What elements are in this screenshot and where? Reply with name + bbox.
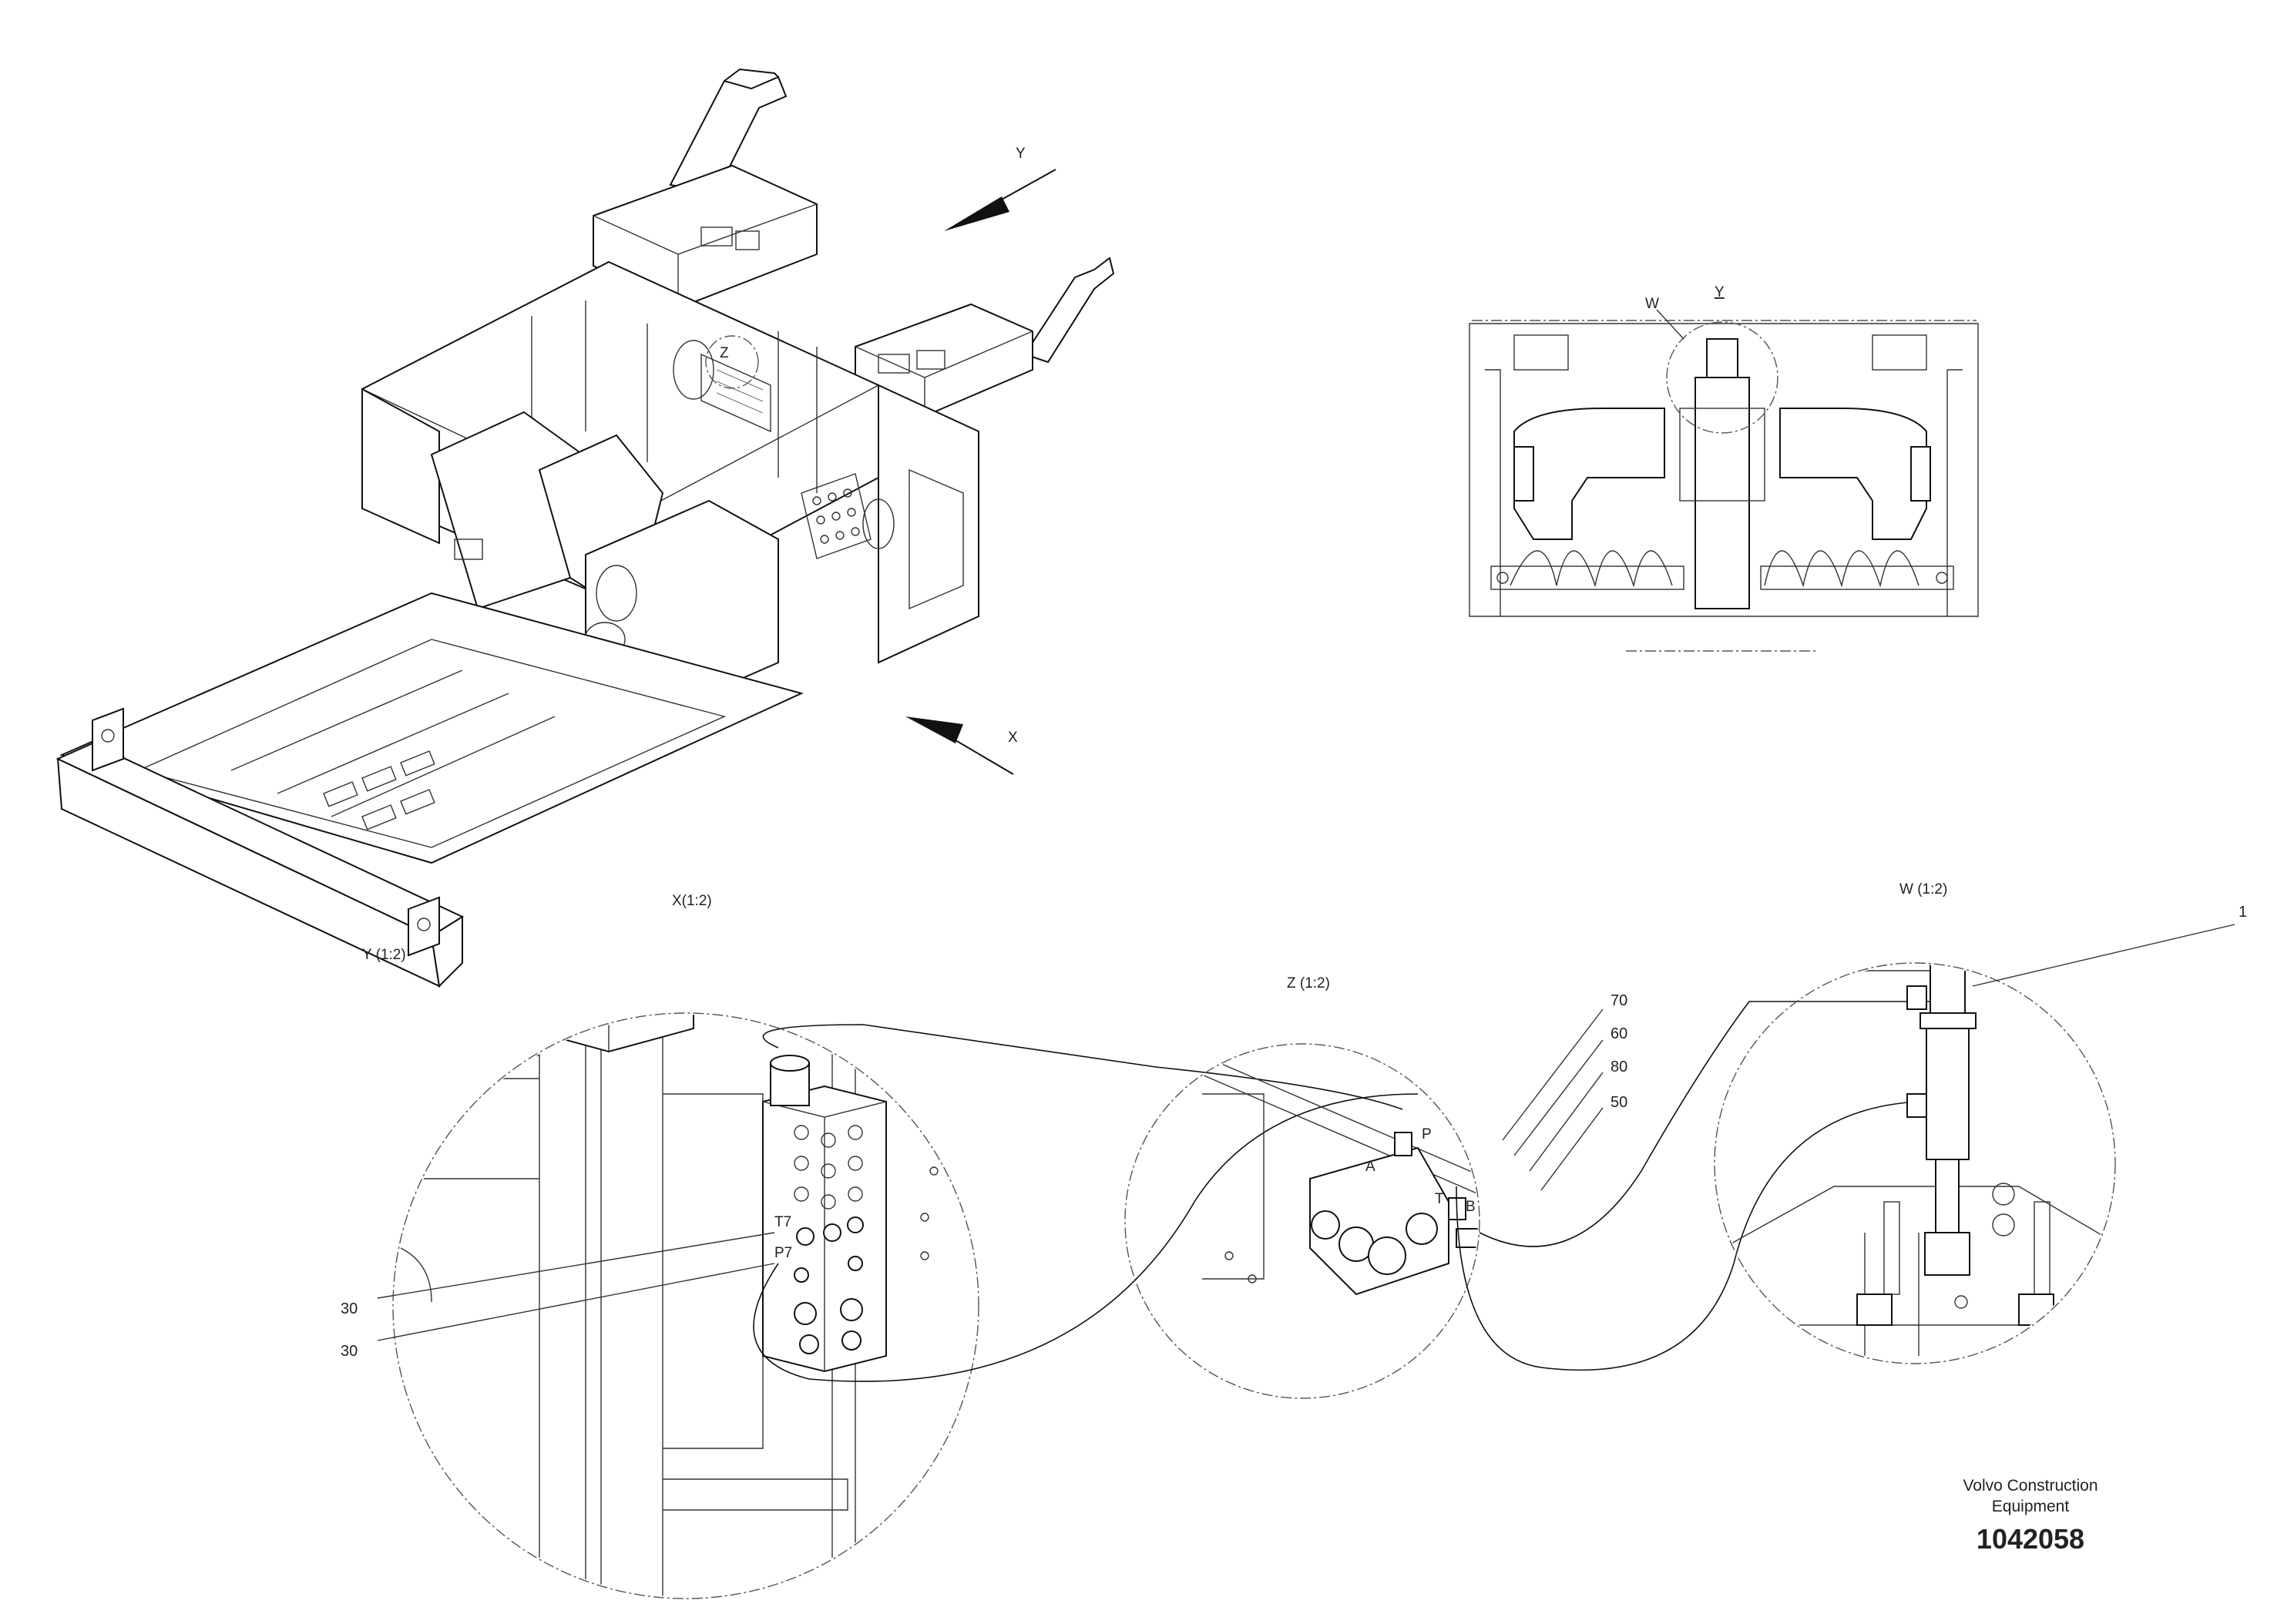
title-block: Volvo Construction Equipment 1042058 [1963,1477,2098,1555]
view-arrow-y-label: Y [1016,146,1026,162]
callout-50: 50 [1611,1094,1627,1111]
port-p-label: P [1422,1126,1432,1143]
top-view-w-label: W [1645,296,1659,312]
detail-x-title: X(1:2) [672,893,712,909]
port-t7-label: T7 [774,1214,791,1230]
detail-z-title: Z (1:2) [1287,975,1330,992]
callout-60: 60 [1611,1025,1627,1042]
top-view-y-label: Y [1715,284,1725,300]
isometric-frame-view [55,68,1115,988]
callout-80: 80 [1611,1059,1627,1075]
port-b-label: B [1466,1199,1476,1215]
detail-w-title: W (1:2) [1899,881,1947,898]
detail-z-marker-label: Z [720,345,729,361]
top-elevation-view [1469,320,1979,652]
brand-line-1: Volvo Construction [1963,1477,2098,1495]
callout-30-lower: 30 [341,1343,358,1360]
port-t-label: T [1435,1191,1444,1207]
callout-1: 1 [2239,904,2247,921]
callout-70: 70 [1611,992,1627,1009]
part-number: 1042058 [1977,1523,2084,1555]
view-y-scale-label: Y (1:2) [362,947,406,963]
view-arrow-x-label: X [1008,730,1018,746]
detail-z-circle [1124,1001,1934,1399]
callout-30-upper: 30 [341,1300,358,1317]
port-a-label: A [1365,1159,1375,1175]
detail-w-circle [1714,924,2235,1364]
port-p7-label: P7 [774,1245,792,1261]
brand-line-2: Equipment [1992,1498,2070,1515]
detail-x-circle [377,1012,1419,1599]
